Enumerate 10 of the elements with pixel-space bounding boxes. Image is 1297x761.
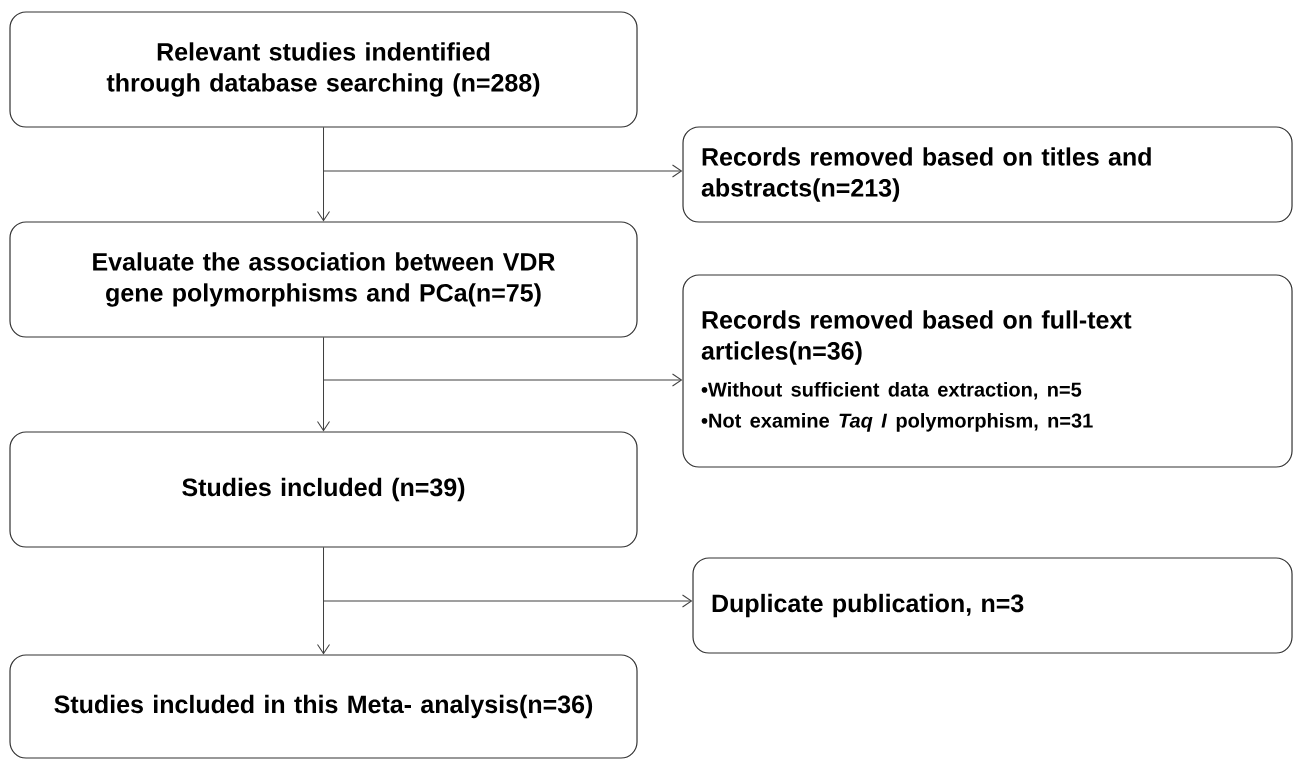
process-box: Relevant studies indentified through database searching (n=288) (9, 11, 638, 128)
arrow (323, 547, 692, 608)
exclusion-box: Records removed based on full-text articles(n=36) •Without sufficient data extraction, n=5 •Not examine Taq I polymorphism, n=31 (682, 274, 1293, 468)
exclusion-box: Records removed based on titles and abstracts(n=213) (682, 126, 1293, 223)
process-box: Studies included in this Meta- analysis(n=36) (9, 654, 638, 759)
process-box: Evaluate the association between VDR gene polymorphisms and PCa(n=75) (9, 221, 638, 338)
arrow (323, 127, 682, 178)
process-box: Studies included (n=39) (9, 431, 638, 548)
arrow (323, 337, 682, 387)
exclusion-box: Duplicate publication, n=3 (692, 557, 1293, 654)
